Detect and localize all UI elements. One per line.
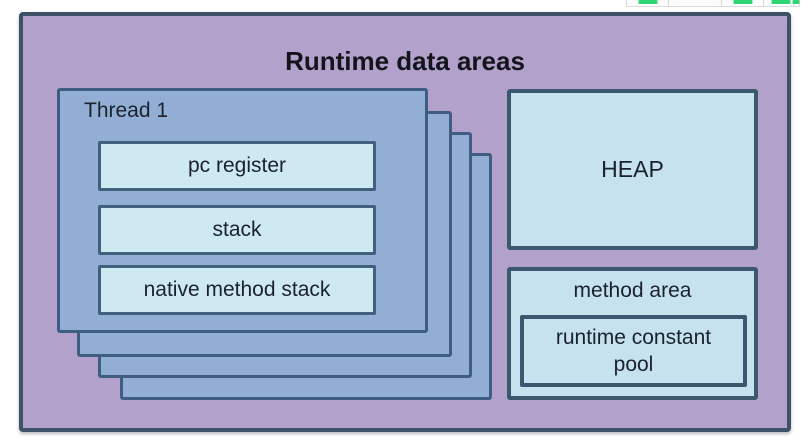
cropped-table-strip bbox=[626, 0, 800, 7]
table-cell bbox=[627, 0, 670, 6]
method-area-label: method area bbox=[573, 279, 692, 302]
table-cell bbox=[764, 0, 794, 6]
green-check-icon bbox=[638, 0, 658, 4]
green-check-partial-icon bbox=[792, 0, 800, 4]
heap-box: HEAP bbox=[507, 89, 758, 250]
method-area-box: method area runtime constant pool bbox=[507, 267, 758, 400]
pc-register-box: pc register bbox=[98, 141, 376, 191]
stack-box: stack bbox=[98, 205, 376, 255]
green-check-icon bbox=[771, 0, 791, 4]
runtime-constant-pool-box: runtime constant pool bbox=[520, 315, 747, 387]
green-check-icon bbox=[733, 0, 753, 4]
table-cell bbox=[792, 0, 800, 6]
native-method-stack-box: native method stack bbox=[98, 265, 376, 315]
thread-1-label: Thread 1 bbox=[84, 99, 169, 122]
diagram-title: Runtime data areas bbox=[285, 46, 525, 76]
thread-1-card: Thread 1 pc register stack native method… bbox=[57, 88, 428, 333]
table-cell bbox=[669, 0, 722, 6]
table-cell bbox=[721, 0, 765, 6]
